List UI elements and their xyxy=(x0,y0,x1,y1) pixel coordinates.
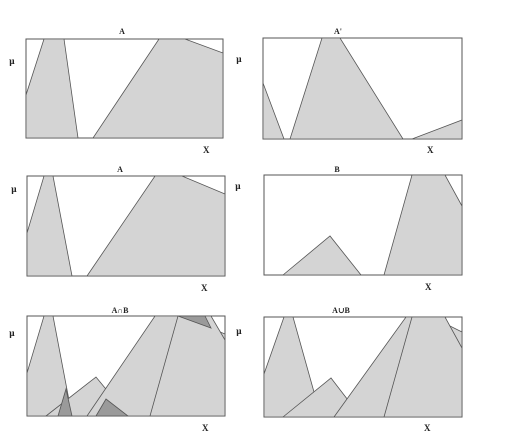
y-axis-label: μ xyxy=(11,184,17,194)
set-b-right-shape xyxy=(383,316,463,418)
panel-a-middle: A μ X xyxy=(11,165,226,293)
panel-title: A∩B xyxy=(112,306,130,315)
complement-middle-triangle xyxy=(289,37,404,140)
panel-union: A∪B μ X xyxy=(236,306,463,433)
panel-title: B xyxy=(334,165,340,174)
set-a-right-shape xyxy=(86,175,226,277)
set-a-left-triangle xyxy=(25,38,79,139)
set-b-right-shape xyxy=(383,174,463,276)
set-a-right-shape xyxy=(92,38,224,139)
y-axis-label: μ xyxy=(235,181,241,191)
intersection-region-middle xyxy=(95,398,130,417)
panel-intersection: A∩B μ X xyxy=(9,306,226,433)
panel-a-complement: A' μ X xyxy=(236,27,463,155)
x-axis-label: X xyxy=(201,283,208,293)
set-a-left-triangle xyxy=(26,175,73,277)
intersection-region-top xyxy=(177,315,212,329)
x-axis-label: X xyxy=(425,282,432,292)
panel-a-top: A μ X xyxy=(9,27,224,155)
set-b-small-triangle xyxy=(281,235,362,276)
complement-left-wedge xyxy=(262,82,285,140)
y-axis-label: μ xyxy=(9,328,15,338)
panel-title: A∪B xyxy=(332,306,350,315)
panel-title: A' xyxy=(334,27,342,36)
x-axis-label: X xyxy=(202,423,209,433)
y-axis-label: μ xyxy=(236,54,242,64)
panel-title: A xyxy=(117,165,123,174)
panel-title: A xyxy=(119,27,125,36)
y-axis-label: μ xyxy=(236,326,242,336)
x-axis-label: X xyxy=(427,145,434,155)
y-axis-label: μ xyxy=(9,56,15,66)
x-axis-label: X xyxy=(424,423,431,433)
panel-b: B μ X xyxy=(235,165,463,292)
x-axis-label: X xyxy=(203,145,210,155)
intersection-region-left xyxy=(57,387,73,417)
complement-right-wedge xyxy=(411,119,463,140)
set-b-right-shape xyxy=(149,315,226,417)
